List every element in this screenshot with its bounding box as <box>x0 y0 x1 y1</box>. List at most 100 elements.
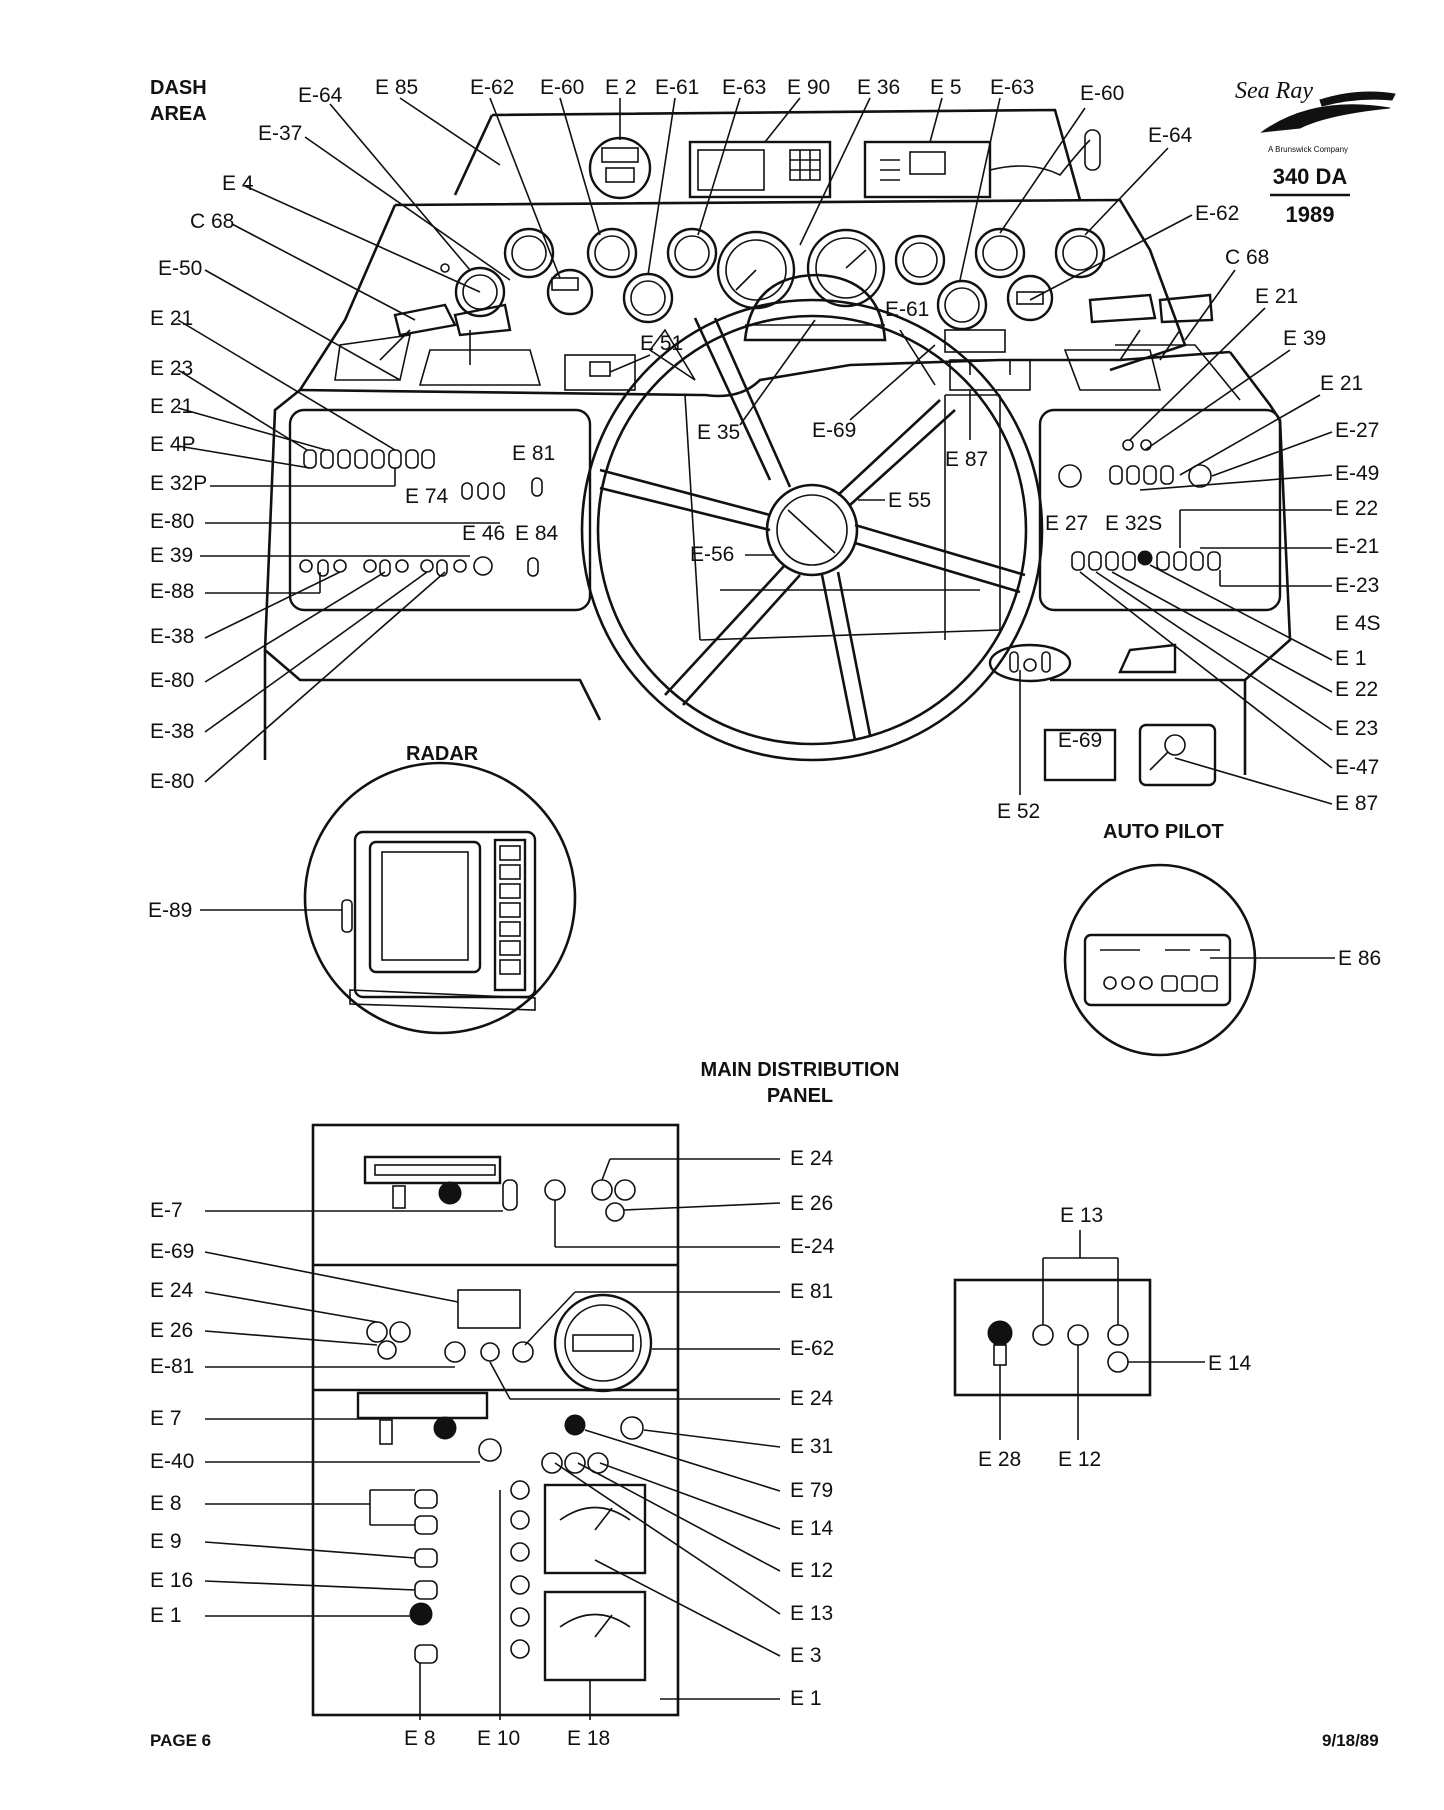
label-e52: E 52 <box>997 800 1040 823</box>
label-pe40: E-40 <box>150 1450 194 1473</box>
label-e4s: E 4S <box>1335 612 1381 635</box>
label-e51: E 51 <box>640 332 683 355</box>
left-switch-panel <box>288 408 592 612</box>
label-pe26b: E 26 <box>150 1319 193 1342</box>
label-e23c: E 23 <box>1335 717 1378 740</box>
label-pe69: E-69 <box>150 1240 194 1263</box>
label-e21b: E 21 <box>150 395 193 418</box>
breaker-switch-icon <box>392 1185 406 1209</box>
label-pe7b: E 7 <box>150 1407 182 1430</box>
panel-leader-lines <box>204 1158 781 1720</box>
gauge-icon <box>974 227 1026 279</box>
label-e32s: E 32S <box>1105 512 1162 535</box>
e87-key-icon <box>1138 723 1217 787</box>
gauge-icon <box>1054 227 1106 279</box>
breaker-switch-icon <box>987 1320 1013 1346</box>
label-e81a: E 81 <box>512 442 555 465</box>
throttle-lever-icon <box>1088 293 1157 324</box>
dash-labels: E 85 E-64 E-62 E-60 E 2 E-61 E-63 E 90 E… <box>150 76 1381 823</box>
main-panel-heading-line1: MAIN DISTRIBUTION <box>701 1059 900 1081</box>
label-e23b: E-23 <box>1335 574 1379 597</box>
label-pe24b: E-24 <box>790 1235 835 1258</box>
label-pe3: E 3 <box>790 1644 822 1667</box>
gauge-icon <box>894 234 946 286</box>
label-e55: E 55 <box>888 489 931 512</box>
breaker-switch-icon <box>414 1489 438 1509</box>
label-e38b: E-38 <box>150 720 194 743</box>
breaker-switch-icon <box>388 449 402 469</box>
breaker-switch-icon <box>303 449 317 469</box>
label-pe8a: E 8 <box>150 1492 182 1515</box>
label-e22a: E 22 <box>1335 497 1378 520</box>
e62-meter-icon <box>553 1293 653 1393</box>
breaker-switch-icon <box>354 449 368 469</box>
gauge-row <box>440 227 1106 331</box>
label-pe10: E 10 <box>477 1727 520 1750</box>
label-e35: E 35 <box>697 421 740 444</box>
label-c68a: C 68 <box>190 210 234 233</box>
breaker-switch-icon <box>405 449 419 469</box>
compass-dome-icon <box>743 273 887 342</box>
breaker-switch-icon <box>414 1515 438 1535</box>
label-e61b: E-61 <box>885 298 929 321</box>
microphone-icon <box>1084 129 1101 171</box>
label-e62a: E-62 <box>470 76 514 99</box>
gauge-icon <box>454 266 506 318</box>
label-se28: E 28 <box>978 1448 1021 1471</box>
breaker-switch-icon <box>379 1419 393 1445</box>
label-e60b: E-60 <box>1080 82 1124 105</box>
panel-labels: E 24 E 26 E-7 E-24 E-69 E 81 E 24 E 26 E… <box>150 1147 835 1750</box>
throttle-levers-right <box>944 293 1214 391</box>
label-pe24d: E 24 <box>790 1387 834 1410</box>
dash-area-heading-line2: AREA <box>150 103 207 125</box>
dash-outline <box>263 108 1292 775</box>
breaker-switch-icon <box>421 449 435 469</box>
label-pe13: E 13 <box>790 1602 833 1625</box>
e90-navigation-unit-icon <box>688 140 832 199</box>
label-e63a: E-63 <box>722 76 766 99</box>
label-pe26a: E 26 <box>790 1192 833 1215</box>
label-e2: E 2 <box>605 76 637 99</box>
label-e36: E 36 <box>857 76 900 99</box>
label-e5: E 5 <box>930 76 962 99</box>
dash-leader-lines <box>177 97 1333 805</box>
label-e21a: E 21 <box>150 307 193 330</box>
throttle-lever-icon <box>393 303 457 337</box>
e69-hourmeter-box <box>457 1289 521 1329</box>
label-pe16: E 16 <box>150 1569 193 1592</box>
label-e86: E 86 <box>1338 947 1381 970</box>
throttle-levers-left <box>334 303 636 391</box>
label-e23a: E 23 <box>150 357 193 380</box>
label-e87b: E 87 <box>1335 792 1378 815</box>
label-pe7a: E-7 <box>150 1199 183 1222</box>
label-e32p: E 32P <box>150 472 207 495</box>
dash-area-heading-line1: DASH <box>150 77 207 99</box>
label-e61a: E-61 <box>655 76 699 99</box>
sea-ray-logo: Sea Ray A Brunswick Company <box>1235 78 1396 154</box>
top-instruments <box>588 129 1101 200</box>
key-switch-icon <box>1188 464 1212 488</box>
label-e27a: E-27 <box>1335 419 1379 442</box>
label-e21e: E-21 <box>1335 535 1379 558</box>
radar-display-icon <box>353 830 537 999</box>
label-pe8b: E 8 <box>404 1727 436 1750</box>
breaker-switch-icon <box>337 449 351 469</box>
breaker-switch-icon <box>414 1644 438 1664</box>
e47-toggle-icon <box>1118 643 1177 674</box>
radar-heading: RADAR <box>406 743 479 765</box>
label-e69a: E-69 <box>812 419 856 442</box>
label-c68b: C 68 <box>1225 246 1269 269</box>
e3-meter-icon <box>543 1483 647 1575</box>
e69-box <box>1043 728 1117 782</box>
label-e39b: E 39 <box>1283 327 1326 350</box>
label-e69-box: E-69 <box>1058 729 1102 752</box>
gauge-icon <box>586 227 638 279</box>
label-e90: E 90 <box>787 76 830 99</box>
label-pe81b: E-81 <box>150 1355 194 1378</box>
label-e21c: E 21 <box>1255 285 1298 308</box>
label-pe12: E 12 <box>790 1559 833 1582</box>
title-block: DASH AREA Sea Ray A Brunswick Company 34… <box>150 77 1396 1750</box>
key-switch-icon <box>1058 464 1082 488</box>
label-pe79: E 79 <box>790 1479 833 1502</box>
svg-text:Sea Ray: Sea Ray <box>1235 78 1313 104</box>
